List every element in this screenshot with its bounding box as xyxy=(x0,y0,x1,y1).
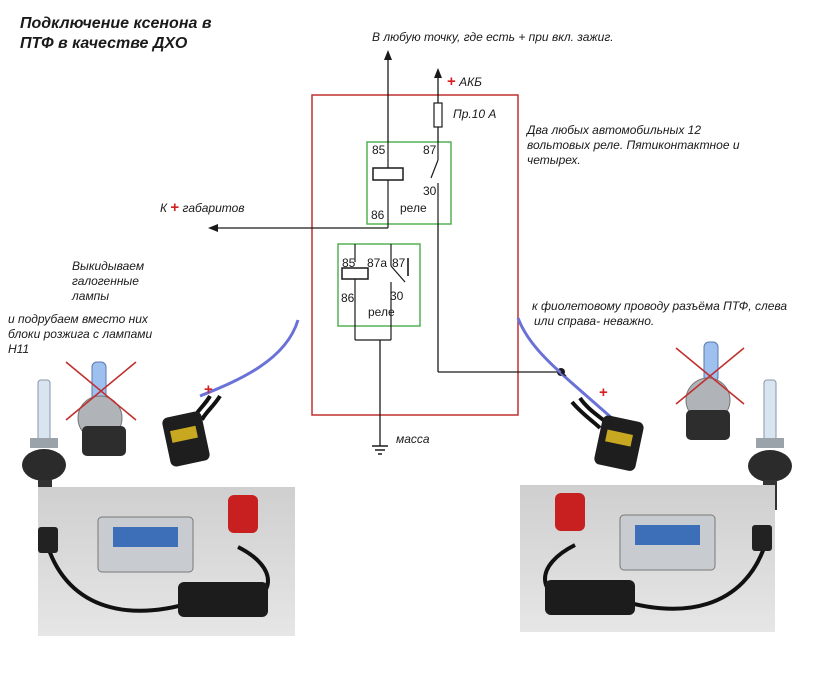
halogen-bulb-icon xyxy=(77,361,126,456)
relay-top-box xyxy=(366,141,452,225)
plus-icon: + xyxy=(599,384,608,401)
ground-icon xyxy=(372,445,388,455)
relay-bottom-pin-86: 86 xyxy=(341,291,355,305)
relay-bottom-box xyxy=(337,243,421,327)
relays-note-line-3: четырех. xyxy=(527,153,581,167)
akb-label: + АКБ xyxy=(447,74,482,90)
plus-icon: + xyxy=(170,199,180,216)
violet-wire-right xyxy=(516,317,615,422)
relay-bottom-pin-87a: 87а xyxy=(367,256,388,270)
violet-line-1: к фиолетовому проводу разъёма ПТФ, слева xyxy=(532,299,788,313)
relay-top-pin-86: 86 xyxy=(371,208,385,222)
relay-top-pin-85: 85 xyxy=(372,143,386,157)
cross-out-icon xyxy=(65,361,137,421)
relay-top-pin-87: 87 xyxy=(423,143,437,157)
gabarit-text: габаритов xyxy=(182,201,245,215)
discard-line-2: галогенные xyxy=(72,274,139,288)
discard-line-3: лампы xyxy=(72,289,110,303)
relays-note-line-1: Два любых автомобильных 12 xyxy=(527,123,702,137)
right-plus-label: + xyxy=(599,385,608,401)
violet-wire-left xyxy=(199,319,300,398)
plus-icon: + xyxy=(447,73,456,90)
title-line-2: ПТФ в качестве ДХО xyxy=(20,35,188,52)
connect-line-2: блоки розжига с лампами xyxy=(8,327,153,341)
any-point-label: В любую точку, где есть + при вкл. зажиг… xyxy=(372,30,614,44)
fuse-label: Пр.10 А xyxy=(453,107,497,121)
relay-bottom-pin-87: 87 xyxy=(392,256,406,270)
ballast-kit-icon xyxy=(520,485,775,632)
relays-note: Два любых автомобильных 12 вольтовых рел… xyxy=(527,123,740,168)
violet-line-2: или справа- неважно. xyxy=(534,314,655,328)
halogen-bulb-icon xyxy=(685,341,731,440)
h11-connector-icon xyxy=(162,394,222,467)
xenon-bulb-icon xyxy=(22,379,66,510)
arrow-left-icon xyxy=(208,224,218,232)
connect-line-3: Н11 xyxy=(8,342,30,356)
relays-note-line-2: вольтовых реле. Пятиконтактное и xyxy=(527,138,740,152)
relay-enclosure xyxy=(311,94,519,416)
plus-icon: + xyxy=(204,381,213,398)
akb-text: АКБ xyxy=(459,75,482,89)
arrow-up-icon xyxy=(434,68,442,78)
massa-label: масса xyxy=(396,432,430,446)
title-line-1: Подключение ксенона в xyxy=(20,15,212,32)
relay-bottom-pin-30: 30 xyxy=(390,289,404,303)
ballast-kit-icon xyxy=(38,487,295,636)
cross-out-icon xyxy=(675,347,745,405)
h11-connector-icon xyxy=(570,396,644,471)
connect-line-1: и подрубаем вместо них xyxy=(8,312,148,326)
gabarit-k: К xyxy=(160,201,168,215)
connect-note: и подрубаем вместо них блоки розжига с л… xyxy=(8,312,152,357)
relay-bottom-pin-85: 85 xyxy=(342,256,356,270)
relay-top-name: реле xyxy=(400,201,427,215)
relay-top-pin-30: 30 xyxy=(423,184,437,198)
discard-line-1: Выкидываем xyxy=(72,259,145,273)
violet-note: к фиолетовому проводу разъёма ПТФ, слева… xyxy=(532,299,787,329)
page-title: Подключение ксенона в ПТФ в качестве ДХО xyxy=(20,14,211,54)
relay-bottom-name: реле xyxy=(368,305,395,319)
left-plus-label: + xyxy=(204,382,213,398)
gabarit-label: К + габаритов xyxy=(160,200,245,216)
arrow-up-icon xyxy=(384,50,392,60)
discard-note: Выкидываем галогенные лампы xyxy=(72,259,144,304)
fuse-icon xyxy=(433,102,443,128)
